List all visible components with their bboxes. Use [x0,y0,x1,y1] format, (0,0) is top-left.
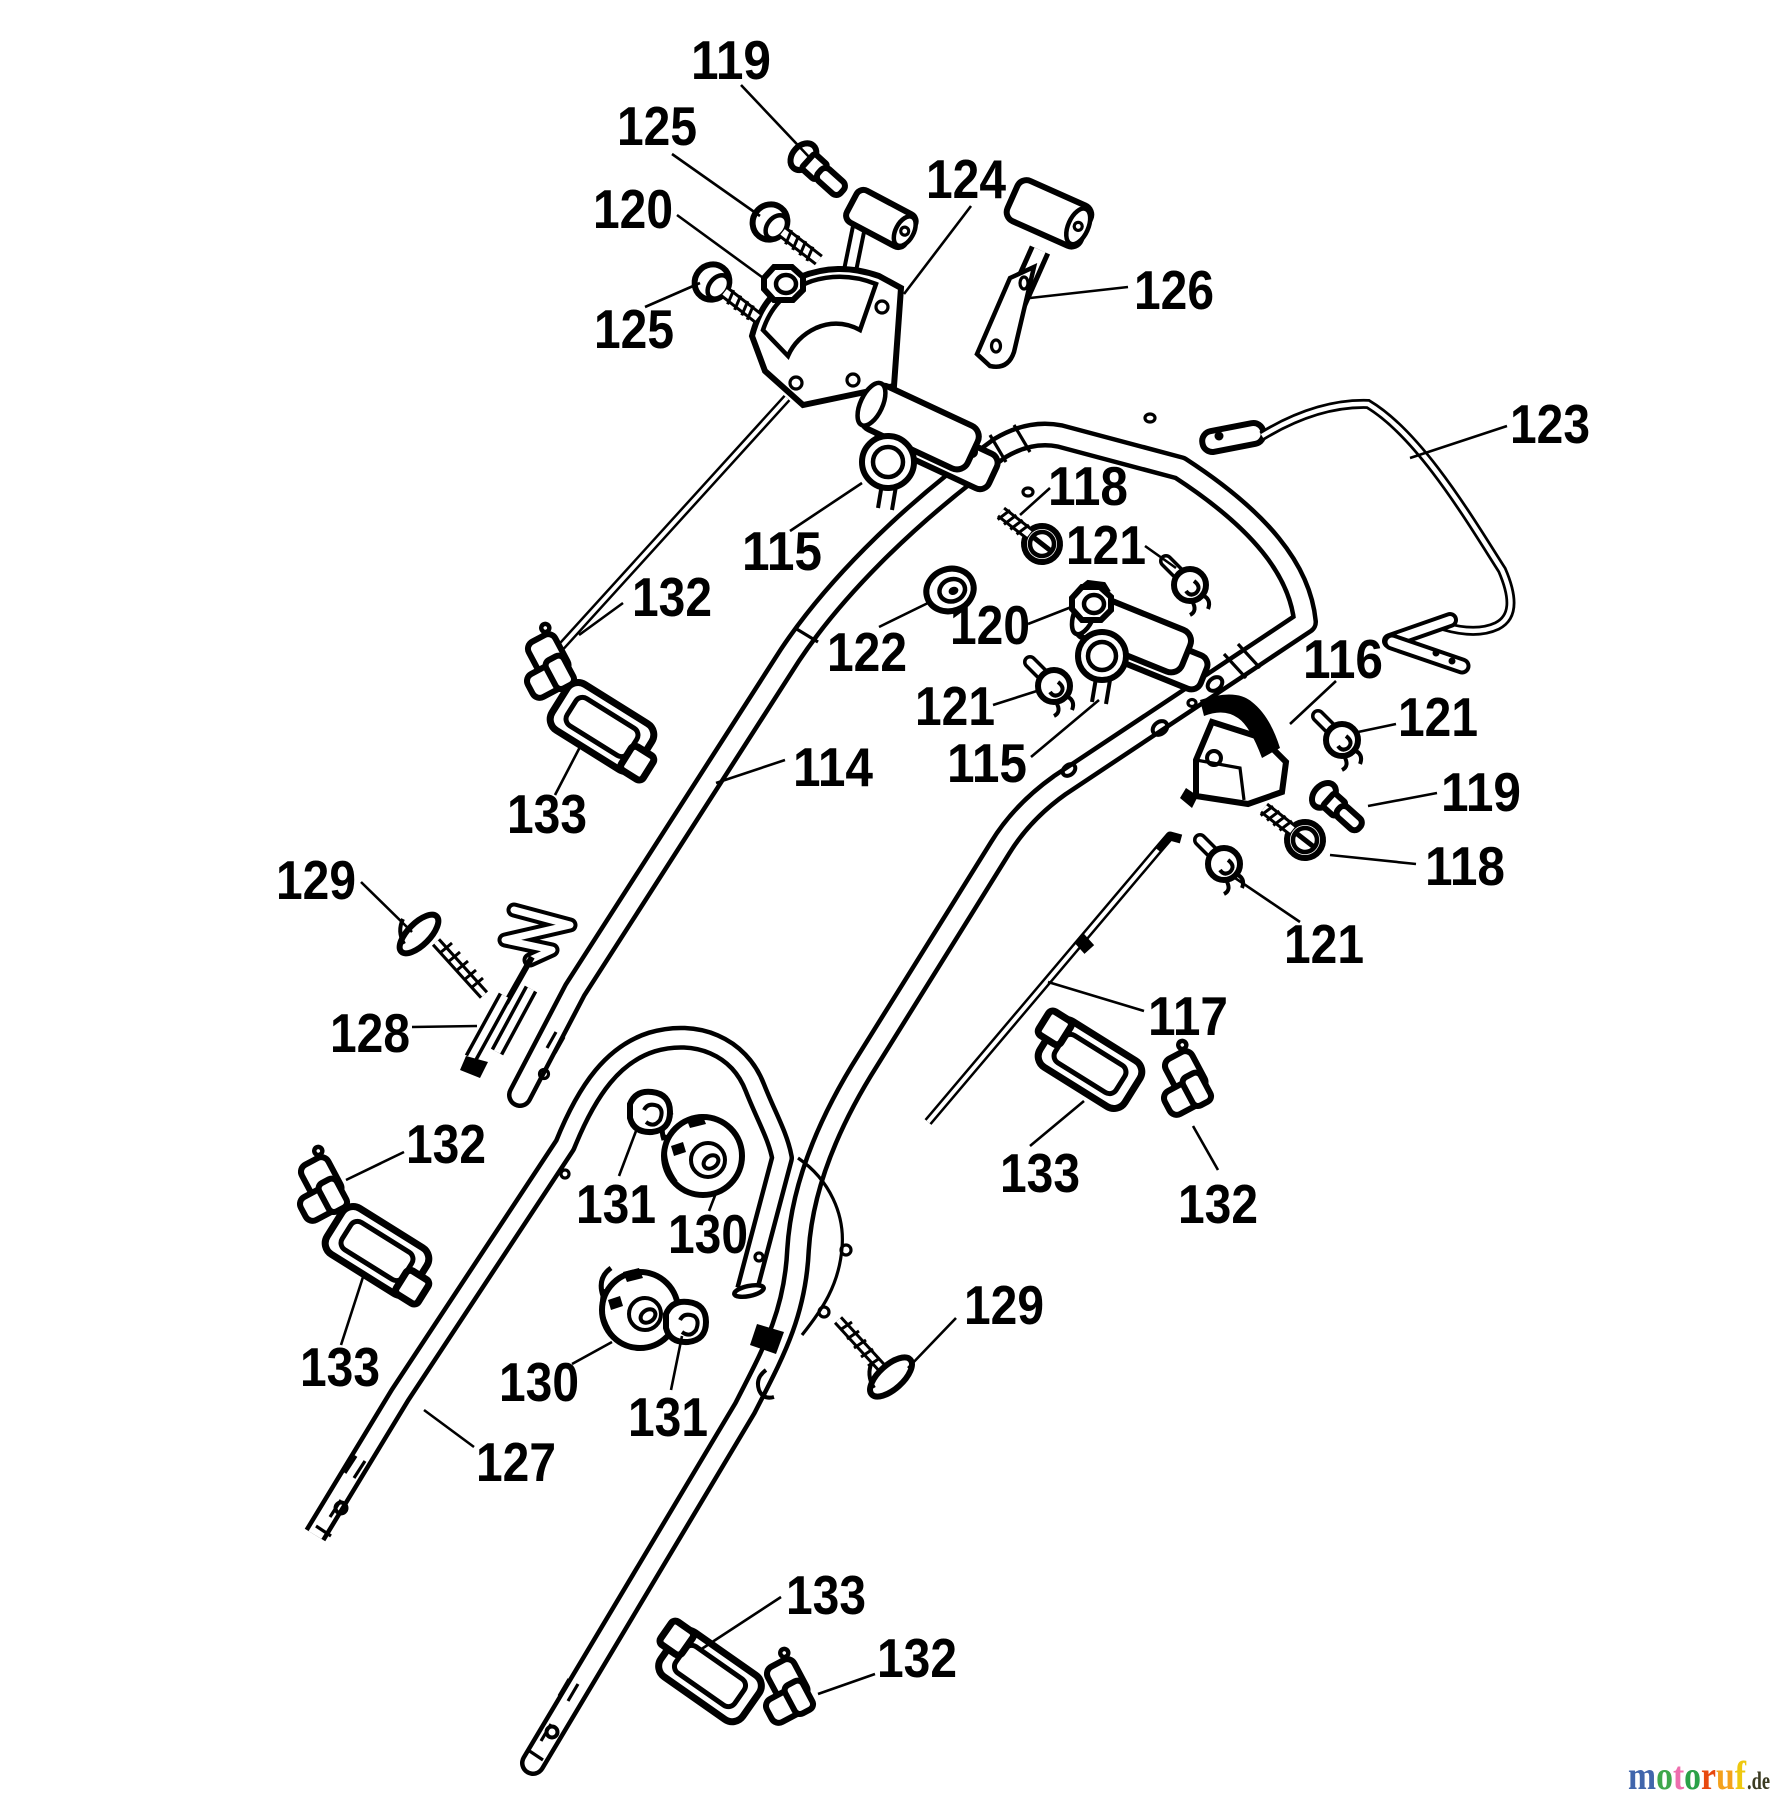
svg-text:125: 125 [594,298,674,360]
svg-text:128: 128 [330,1002,410,1064]
svg-text:115: 115 [947,732,1027,794]
svg-text:131: 131 [628,1386,708,1448]
svg-text:133: 133 [786,1564,866,1626]
svg-text:127: 127 [476,1431,556,1493]
svg-text:129: 129 [964,1274,1044,1336]
svg-text:121: 121 [1398,686,1478,748]
svg-text:117: 117 [1148,985,1228,1047]
svg-text:.de: .de [1747,1768,1770,1795]
svg-text:133: 133 [300,1336,380,1398]
svg-text:132: 132 [406,1113,486,1175]
svg-text:132: 132 [877,1627,957,1689]
svg-text:130: 130 [499,1351,579,1413]
svg-text:130: 130 [668,1203,748,1265]
svg-text:132: 132 [1178,1173,1258,1235]
svg-text:126: 126 [1134,259,1214,321]
svg-text:118: 118 [1425,835,1505,897]
svg-text:125: 125 [617,95,697,157]
svg-text:motoruf: motoruf [1628,1753,1747,1798]
svg-text:129: 129 [276,849,356,911]
svg-text:124: 124 [926,148,1006,210]
svg-text:122: 122 [827,621,907,683]
svg-text:119: 119 [691,29,771,91]
svg-text:131: 131 [576,1173,656,1235]
svg-text:114: 114 [793,736,873,798]
svg-text:133: 133 [1000,1142,1080,1204]
svg-text:121: 121 [1066,514,1146,576]
svg-text:132: 132 [632,566,712,628]
svg-text:115: 115 [742,520,822,582]
svg-text:119: 119 [1441,761,1521,823]
svg-text:118: 118 [1048,455,1128,517]
svg-text:123: 123 [1510,393,1590,455]
svg-text:121: 121 [915,675,995,737]
svg-text:120: 120 [950,594,1030,656]
svg-text:120: 120 [593,178,673,240]
svg-text:133: 133 [507,783,587,845]
svg-text:116: 116 [1303,628,1383,690]
svg-text:121: 121 [1284,913,1364,975]
